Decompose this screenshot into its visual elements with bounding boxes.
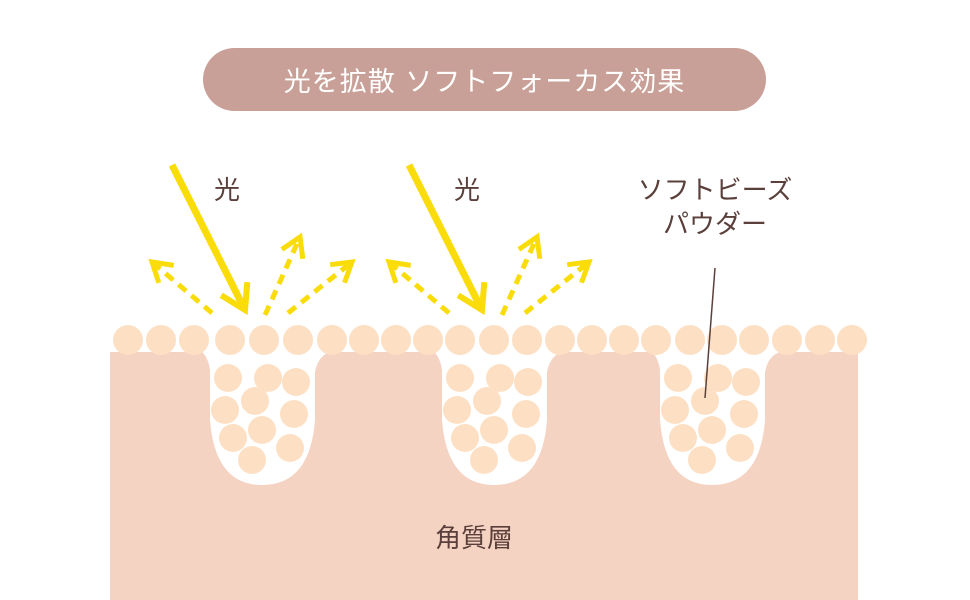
incident-light-arrow xyxy=(405,163,488,316)
bead xyxy=(113,325,143,355)
bead xyxy=(479,325,509,355)
bead xyxy=(704,364,732,392)
bead xyxy=(512,325,542,355)
bead xyxy=(254,364,282,392)
bead xyxy=(241,387,269,415)
bead xyxy=(730,400,758,428)
bead xyxy=(545,325,575,355)
bead xyxy=(514,368,542,396)
powder-pointer-line xyxy=(704,267,716,399)
powder-label-line1: ソフトビーズ xyxy=(637,176,793,206)
bead xyxy=(211,396,239,424)
bead xyxy=(451,424,479,452)
bead xyxy=(609,325,639,355)
stratum-label: 角質層 xyxy=(435,524,514,554)
bead xyxy=(146,325,176,355)
scattered-light-arrow xyxy=(523,259,593,315)
bead xyxy=(732,368,760,396)
bead xyxy=(726,434,754,462)
scattered-light-arrow xyxy=(262,232,306,317)
bead xyxy=(577,325,607,355)
bead xyxy=(238,446,266,474)
bead xyxy=(641,325,671,355)
bead xyxy=(249,325,279,355)
bead xyxy=(381,325,411,355)
bead xyxy=(805,325,835,355)
light-label-1: 光 xyxy=(214,176,241,206)
bead xyxy=(664,364,692,392)
bead xyxy=(215,325,245,355)
bead xyxy=(661,396,689,424)
bead xyxy=(688,446,716,474)
powder-label-line2: パウダー xyxy=(662,210,767,240)
bead xyxy=(280,400,308,428)
bead xyxy=(283,325,313,355)
scattered-light-arrow xyxy=(286,259,356,315)
bead xyxy=(512,400,540,428)
bead xyxy=(473,387,501,415)
scattered-light-arrow xyxy=(499,232,543,317)
title-banner: 光を拡散 ソフトフォーカス効果 xyxy=(203,48,766,111)
bead xyxy=(837,325,867,355)
scattered-light-arrow xyxy=(385,258,451,315)
powder-label: ソフトビーズ パウダー xyxy=(620,174,810,242)
bead xyxy=(413,325,443,355)
bead xyxy=(443,396,471,424)
bead xyxy=(691,387,719,415)
bead xyxy=(214,364,242,392)
bead xyxy=(698,416,726,444)
bead xyxy=(219,424,247,452)
bead xyxy=(276,434,304,462)
bead xyxy=(707,325,737,355)
bead xyxy=(446,364,474,392)
scattered-light-arrow xyxy=(148,258,214,315)
bead xyxy=(317,325,347,355)
bead xyxy=(675,325,705,355)
bead xyxy=(349,325,379,355)
light-label-2: 光 xyxy=(454,176,481,206)
bead xyxy=(508,434,536,462)
bead xyxy=(470,446,498,474)
bead xyxy=(248,416,276,444)
bead xyxy=(445,325,475,355)
bead xyxy=(739,325,769,355)
bead xyxy=(669,424,697,452)
bead xyxy=(486,364,514,392)
bead xyxy=(772,325,802,355)
bead xyxy=(179,325,209,355)
incident-light-arrow xyxy=(168,163,251,316)
bead xyxy=(480,416,508,444)
bead xyxy=(282,368,310,396)
